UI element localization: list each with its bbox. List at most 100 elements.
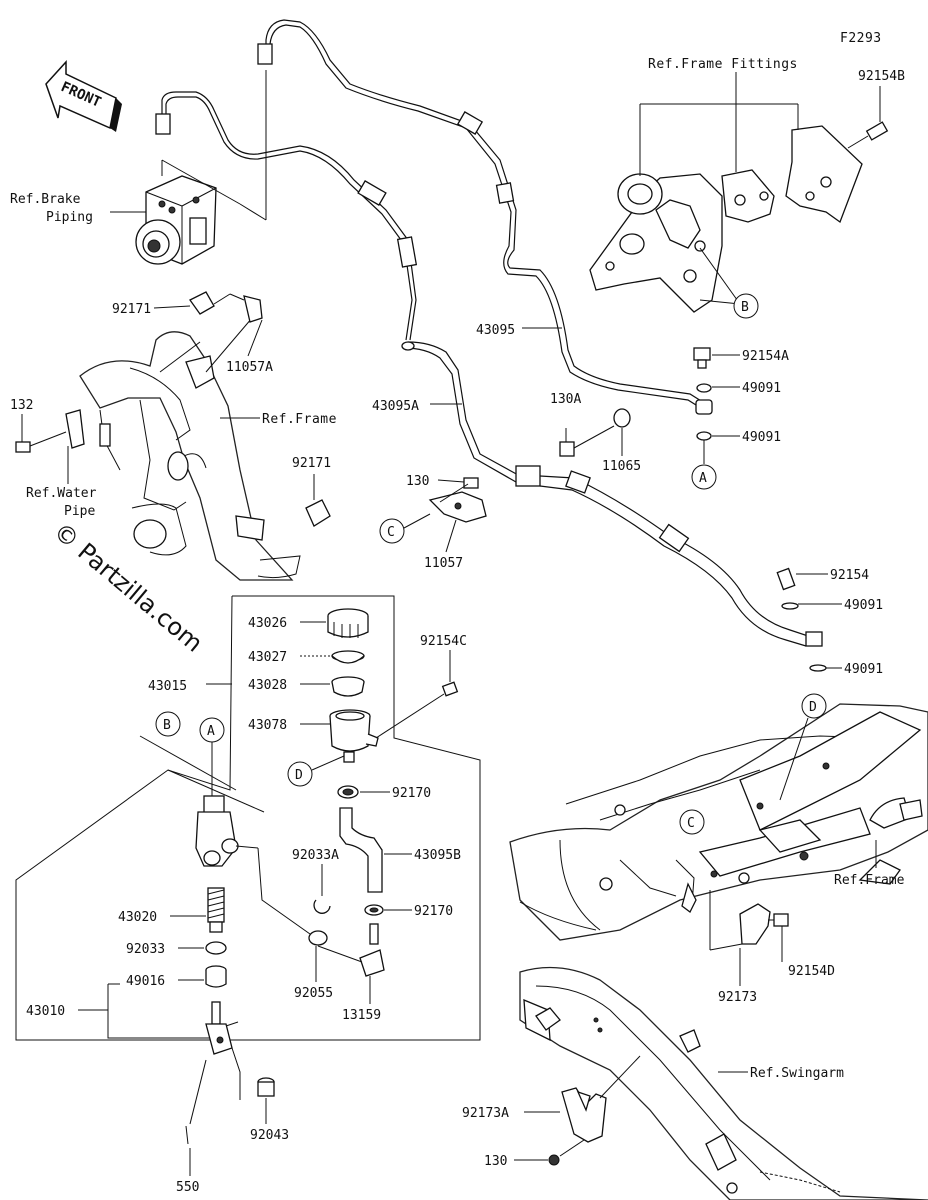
part-92173-label: 92173 xyxy=(718,990,757,1005)
part-92043-label: 92043 xyxy=(250,1128,289,1143)
callout-c-left-label: C xyxy=(387,525,395,540)
part-43026-label: 43026 xyxy=(248,616,287,631)
part-43095A-label: 43095A xyxy=(372,399,419,414)
frame-fittings-assembly xyxy=(589,72,889,313)
part-43010-label: 43010 xyxy=(26,1004,65,1019)
part-92154C-label: 92154C xyxy=(420,634,467,649)
part-11057-label: 11057 xyxy=(424,556,463,571)
callout-c-right xyxy=(679,809,705,835)
part-43095B-label: 43095B xyxy=(414,848,461,863)
ref-swingarm-label: Ref.Swingarm xyxy=(750,1066,844,1081)
master-cylinder-body xyxy=(195,772,311,935)
part-43078-label: 43078 xyxy=(248,718,287,733)
ref-pipe-label: Pipe xyxy=(64,504,95,519)
abs-unit xyxy=(110,70,267,265)
callout-a-left-label: A xyxy=(207,724,215,739)
part-92154A-label: 92154A xyxy=(742,349,789,364)
pipe-fitting-nut xyxy=(257,43,273,65)
part-130A-label: 130A xyxy=(550,392,581,407)
callout-b-left xyxy=(155,711,181,737)
part-92173A-label: 92173A xyxy=(462,1106,509,1121)
ref-piping-label: Piping xyxy=(46,210,93,225)
plate-43028 xyxy=(331,676,365,697)
callout-d-right-label: D xyxy=(809,700,817,715)
ref-brake-label: Ref.Brake xyxy=(10,192,81,207)
banjo-bolt-lower-group xyxy=(776,567,827,672)
front-arrow: FRONT xyxy=(45,60,122,132)
reservoir-cap-43026 xyxy=(327,608,369,638)
part-92154D-label: 92154D xyxy=(788,964,835,979)
clamp-92171-bottom xyxy=(305,499,331,527)
rear-brake-hose xyxy=(539,470,823,647)
frame-left-section xyxy=(79,317,301,581)
pushrod-43010 xyxy=(205,1001,239,1055)
part-49091-d-label: 49091 xyxy=(844,662,883,677)
part-130-bottom-label: 130 xyxy=(484,1154,507,1169)
ref-water-label: Ref.Water xyxy=(26,486,97,501)
ref-frame-left-label: Ref.Frame xyxy=(262,412,337,427)
part-49091-b-label: 49091 xyxy=(742,430,781,445)
part-130-label: 130 xyxy=(406,474,429,489)
brake-pipe-lines xyxy=(155,19,707,483)
fitting-13159 xyxy=(317,923,385,977)
o-ring-92055 xyxy=(308,930,328,946)
part-49091-c-label: 49091 xyxy=(844,598,883,613)
diaphragm-43027 xyxy=(331,650,365,664)
clamp-92171-top xyxy=(189,291,263,323)
hose-43095B xyxy=(339,807,383,893)
pipe-fitting-nut xyxy=(155,113,171,135)
part-92154-label: 92154 xyxy=(830,568,869,583)
part-92154B-label: 92154B xyxy=(858,69,905,84)
water-pipe-clip xyxy=(15,409,85,453)
part-92170-top-label: 92170 xyxy=(392,786,431,801)
callout-c-left xyxy=(379,518,405,544)
hose-joint xyxy=(396,236,418,268)
banjo-bolt-a-group xyxy=(693,347,713,464)
circlip-92033 xyxy=(205,941,227,955)
clamp-92170-bottom xyxy=(364,904,384,916)
circlip-92033A xyxy=(313,899,331,914)
brake-tee-joint xyxy=(515,408,631,487)
reservoir-43078 xyxy=(329,709,379,763)
callout-b-left-label: B xyxy=(163,718,171,733)
part-92055-label: 92055 xyxy=(294,986,333,1001)
bracket-92173 xyxy=(709,890,789,951)
pin-92043 xyxy=(257,1077,275,1097)
clamp-92173A xyxy=(548,1055,641,1166)
part-49016-label: 49016 xyxy=(126,974,165,989)
part-550-label: 550 xyxy=(176,1180,199,1195)
part-43095-label: 43095 xyxy=(476,323,515,338)
part-13159-label: 13159 xyxy=(342,1008,381,1023)
bracket-11057 xyxy=(428,477,487,523)
callout-d-left-label: D xyxy=(295,768,303,783)
spring-43020 xyxy=(207,887,225,933)
callout-d-left xyxy=(287,761,313,787)
part-49091-a-label: 49091 xyxy=(742,381,781,396)
hose-joint xyxy=(456,111,484,135)
part-92170-bottom-label: 92170 xyxy=(414,904,453,919)
figure-id: F2293 xyxy=(840,31,882,46)
bolt-92154C xyxy=(441,681,459,697)
part-132-label: 132 xyxy=(10,398,33,413)
ref-frame-right-label: Ref.Frame xyxy=(834,873,905,888)
callout-a-right xyxy=(691,464,717,490)
callout-c-right-label: C xyxy=(687,816,695,831)
ref-frame-fittings-label: Ref.Frame Fittings xyxy=(648,57,798,72)
hose-joint xyxy=(495,182,515,204)
pipe-end xyxy=(401,341,415,351)
boot-49016 xyxy=(205,965,227,988)
callout-b-top xyxy=(733,293,759,319)
part-92033A-label: 92033A xyxy=(292,848,339,863)
swingarm-section xyxy=(519,966,928,1200)
master-cylinder-outline xyxy=(15,595,481,1041)
cotter-pin-550 xyxy=(185,1125,189,1145)
frame-right-section xyxy=(509,703,928,941)
hose-joint xyxy=(357,180,387,206)
callout-b-top-label: B xyxy=(741,300,749,315)
clamp-92170-top xyxy=(337,785,359,799)
part-43028-label: 43028 xyxy=(248,678,287,693)
part-11065-label: 11065 xyxy=(602,459,641,474)
part-11057A-label: 11057A xyxy=(226,360,273,375)
